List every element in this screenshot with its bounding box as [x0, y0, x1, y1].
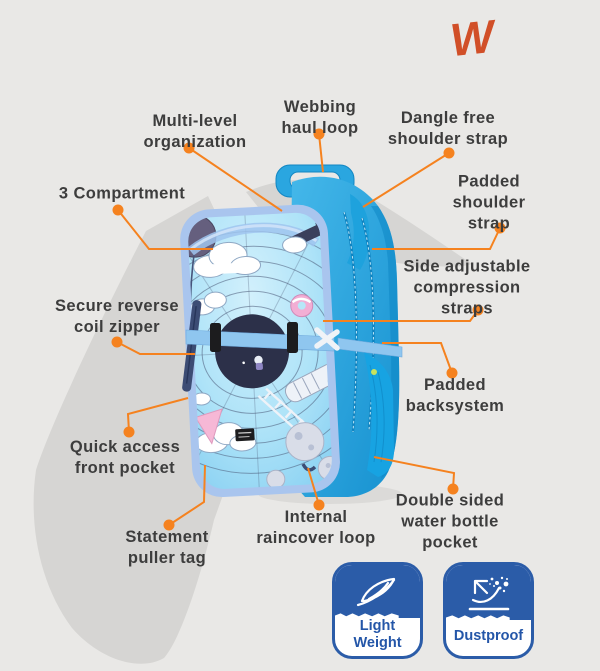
callout-label-padded-backsystem: Padded backsystem	[405, 376, 505, 415]
feather-icon	[356, 577, 395, 606]
callout-label-padded-shoulder-strap: Padded shoulder strap	[452, 172, 526, 233]
backpack-illustration	[180, 164, 403, 504]
callout-lines	[116, 133, 501, 526]
line-webbing-haul-loop	[318, 133, 324, 173]
callout-label-webbing-haul-loop: Webbing haul loop	[281, 98, 359, 137]
callout-label-quick-access-front-pocket: Quick access front pocket	[69, 438, 181, 477]
callout-dots	[111, 128, 506, 531]
torn-edge	[446, 615, 510, 621]
strap-buckle	[314, 327, 340, 351]
badge-dustproof-label: Dustproof	[453, 627, 524, 644]
line-quick-access	[126, 397, 189, 433]
callout-label-dangle-free-shoulder-strap: Dangle free shoulder strap	[387, 109, 509, 148]
badge-dustproof-icon-area	[446, 565, 531, 621]
badge-dustproof: Dustproof	[443, 562, 534, 659]
torn-edge	[335, 613, 399, 619]
callout-label-side-adjustable-compression-straps: Side adjustable compression straps	[403, 257, 531, 318]
callout-label-statement-puller-tag: Statement puller tag	[125, 528, 209, 567]
line-statement-puller	[168, 464, 206, 526]
water-bottle-pocket	[364, 352, 394, 477]
compression-strap	[185, 322, 403, 358]
line-padded-shoulder	[372, 227, 501, 250]
astronaut	[254, 355, 263, 365]
wildcraft-logo: W	[447, 9, 497, 67]
line-internal-raincover	[307, 467, 320, 506]
callout-label-secure-reverse-coil-zipper: Secure reverse coil zipper	[55, 297, 179, 336]
cloud	[193, 241, 262, 278]
callout-label-3-compartment: 3 Compartment	[58, 184, 186, 203]
badge-light-weight: Light Weight	[332, 562, 423, 659]
line-3-compartment	[117, 209, 213, 250]
line-dangle-free	[362, 152, 450, 208]
puller-tag	[182, 300, 202, 392]
space-print	[187, 212, 334, 491]
badge-light-weight-label: Light Weight	[353, 618, 402, 651]
callout-label-internal-raincover-loop: Internal raincover loop	[256, 508, 376, 547]
zipper-pull-dot	[371, 369, 377, 375]
badge-light-weight-icon-area	[335, 565, 420, 619]
dust-repel-icon	[468, 576, 509, 610]
line-multi-level	[188, 147, 283, 212]
brand-patch	[235, 428, 255, 442]
callout-label-double-sided-water-bottle-pocket: Double sided water bottle pocket	[395, 491, 505, 552]
callout-label-multi-level-organization: Multi-level organization	[143, 112, 247, 151]
line-secure-reverse	[116, 341, 195, 355]
line-padded-backsystem	[382, 342, 453, 374]
